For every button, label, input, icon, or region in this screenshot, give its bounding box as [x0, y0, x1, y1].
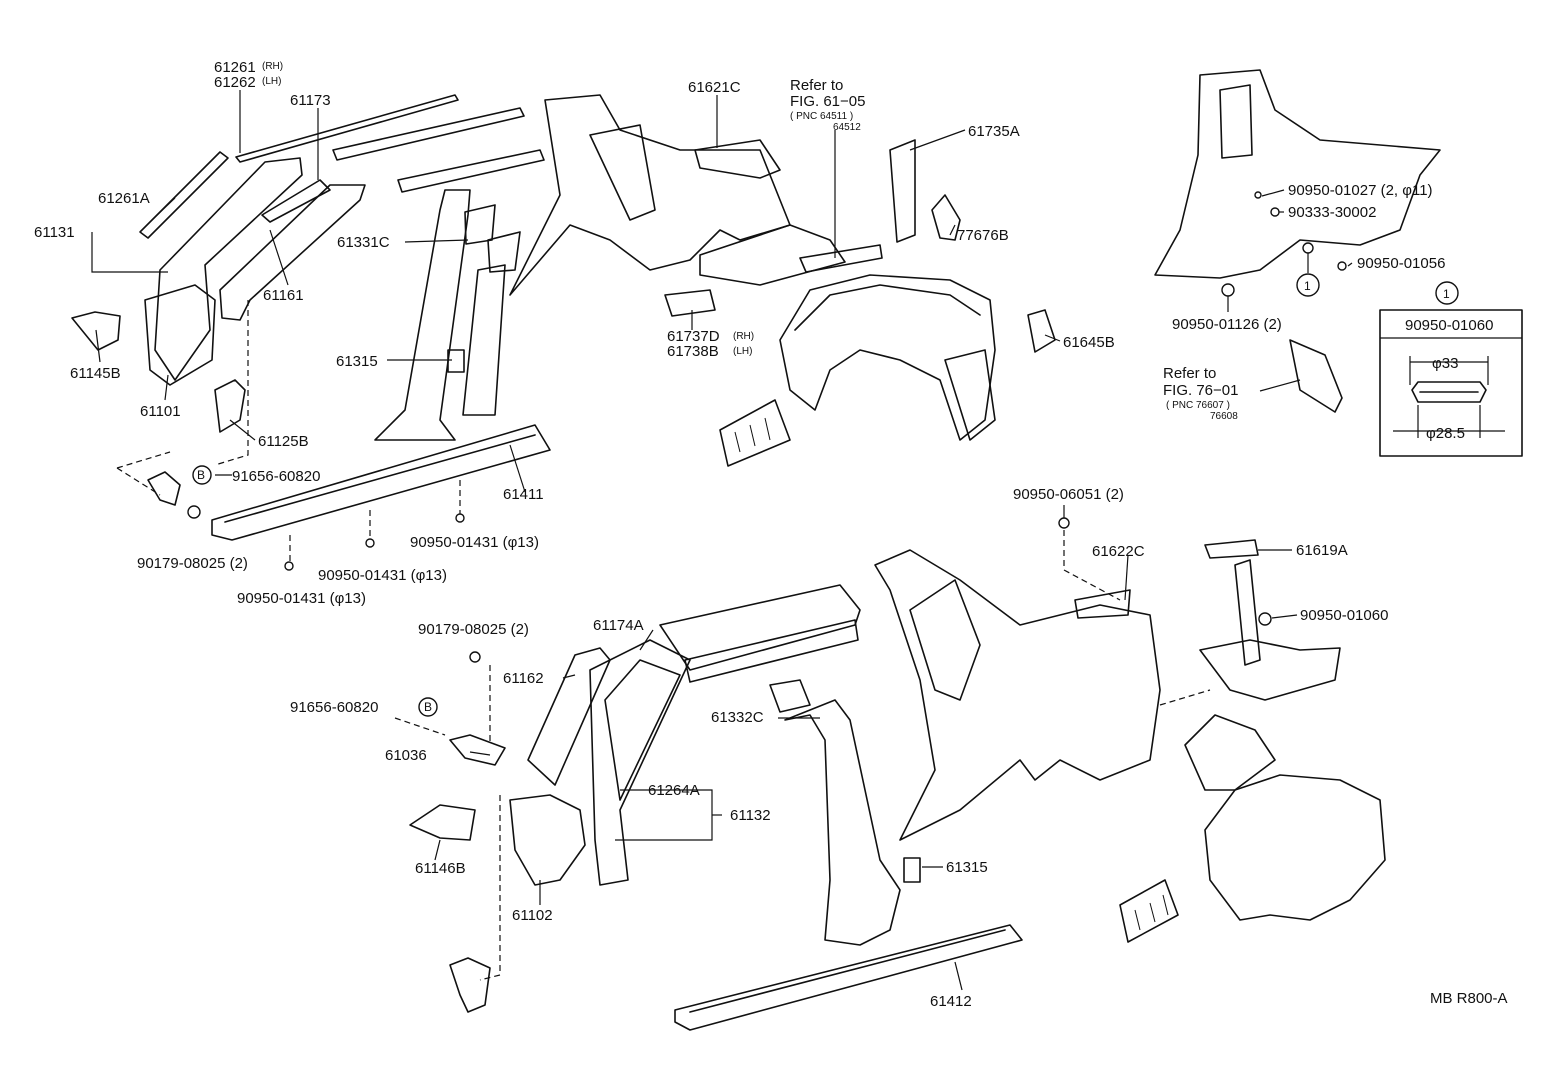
label-61036: 61036: [385, 747, 427, 764]
b-mark-bottom-text: B: [424, 700, 432, 714]
wheelhouse-lower: [1119, 714, 1386, 943]
circled-markers: [192, 273, 1459, 717]
label-90333-30002: 90333-30002: [1288, 204, 1376, 221]
inset-dim-top: φ33: [1432, 355, 1458, 372]
refer-fig76-line1: Refer to: [1163, 365, 1216, 382]
label-77676B: 77676B: [957, 227, 1009, 244]
label-90950-01431-b: 90950-01431 (φ13): [318, 567, 447, 584]
label-61619A: 61619A: [1296, 542, 1348, 559]
refer-fig61-pnc2: 64512: [833, 122, 861, 133]
label-90950-01056: 90950-01056: [1357, 255, 1445, 272]
label-61261-rh: (RH): [262, 61, 283, 72]
label-61146B: 61146B: [415, 860, 466, 877]
label-61132: 61132: [730, 807, 771, 824]
inset-dim-bottom: φ28.5: [1426, 425, 1465, 442]
label-61332C: 61332C: [711, 709, 764, 726]
circle-marker-1-inset: [1435, 281, 1459, 305]
label-91656-top: 91656-60820: [232, 468, 320, 485]
label-61102: 61102: [512, 907, 553, 924]
label-90950-01027: 90950-01027 (2, φ11): [1288, 182, 1433, 199]
label-61131: 61131: [34, 224, 75, 241]
b-mark-top-text: B: [197, 468, 205, 482]
label-90950-01060-b: 90950-01060: [1300, 607, 1388, 624]
label-61125B: 61125B: [258, 433, 309, 450]
label-61262-lh: (LH): [262, 76, 281, 87]
label-61737D-rh: (RH): [733, 331, 754, 342]
label-61101: 61101: [140, 403, 181, 420]
quarter-inner-right: [1154, 69, 1441, 413]
refer-fig61-line1: Refer to: [790, 77, 843, 94]
rocker-panel-lower: [674, 924, 1023, 1031]
label-61738B-lh: (LH): [733, 346, 752, 357]
b-marker-bottom: [418, 697, 438, 717]
center-pillar-upper: [374, 189, 521, 441]
label-91656-bottom: 91656-60820: [290, 699, 378, 716]
label-90950-06051: 90950-06051 (2): [1013, 486, 1124, 503]
circled-1-text-diagram: 1: [1304, 279, 1311, 293]
inset-part-number: 90950-01060: [1405, 317, 1493, 334]
label-90950-01431-c: 90950-01431 (φ13): [237, 590, 366, 607]
refer-fig76-pnc1: ( PNC 76607 ): [1166, 400, 1230, 411]
label-61411: 61411: [503, 486, 544, 503]
label-61621C: 61621C: [688, 79, 741, 96]
label-61264A: 61264A: [648, 782, 700, 799]
label-61315-bottom: 61315: [946, 859, 988, 876]
front-pillar-assembly-upper: [71, 94, 545, 519]
refer-fig61-line2: FIG. 61−05: [790, 93, 865, 110]
quarter-inner-upper: [509, 94, 883, 317]
label-61261A: 61261A: [98, 190, 150, 207]
label-61412: 61412: [930, 993, 972, 1010]
label-61174A: 61174A: [593, 617, 644, 634]
label-61173: 61173: [290, 92, 331, 109]
refer-fig76-pnc2: 76608: [1210, 411, 1238, 422]
label-61622C: 61622C: [1092, 543, 1145, 560]
label-61315-top: 61315: [336, 353, 378, 370]
label-61161: 61161: [263, 287, 304, 304]
label-61331C: 61331C: [337, 234, 390, 251]
label-61162: 61162: [503, 670, 544, 687]
circled-1-text-inset: 1: [1443, 287, 1450, 301]
circle-marker-1-diagram: [1296, 273, 1320, 297]
refer-fig61-pnc1: ( PNC 64511 ): [790, 111, 853, 122]
wheelhouse-upper: [719, 139, 1056, 467]
label-61145B: 61145B: [70, 365, 121, 382]
grommet-detail-inset: [1379, 309, 1523, 457]
label-61645B: 61645B: [1063, 334, 1115, 351]
rocker-panel-upper: [211, 424, 551, 571]
label-61735A: 61735A: [968, 123, 1020, 140]
refer-fig76-line2: FIG. 76−01: [1163, 382, 1238, 399]
label-61261: 61261: [214, 59, 256, 76]
center-pillar-lower: [769, 679, 921, 946]
leader-lines: [91, 90, 1353, 991]
label-90950-01126: 90950-01126 (2): [1172, 316, 1282, 333]
label-90179-bottom: 90179-08025 (2): [418, 621, 529, 638]
label-90179-top: 90179-08025 (2): [137, 555, 248, 572]
callout-labels: 61261 (RH) 61262 (LH) 61173 61261A 61131…: [34, 59, 1508, 1010]
label-61737D: 61737D: [667, 328, 720, 345]
label-61738B: 61738B: [667, 343, 719, 360]
b-marker-top: [192, 465, 212, 485]
quarter-outer-lower: [874, 517, 1341, 841]
label-90950-01431-a: 90950-01431 (φ13): [410, 534, 539, 551]
label-61262: 61262: [214, 74, 256, 91]
front-pillar-assembly-lower: [394, 584, 861, 1013]
drawing-code: MB R800-A: [1430, 990, 1508, 1007]
